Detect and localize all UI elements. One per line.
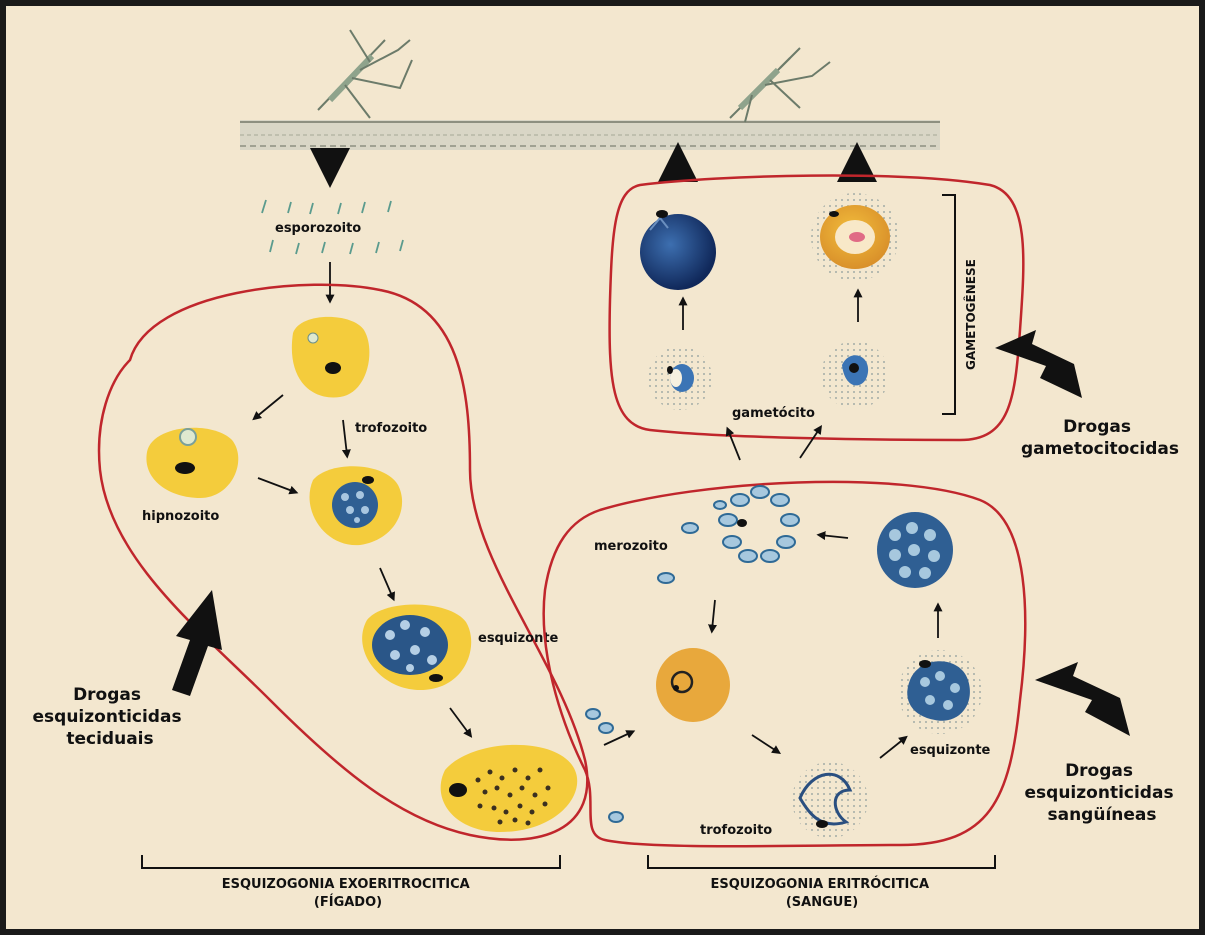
trophozoite-liver-label: trofozoito <box>355 421 427 436</box>
gametocyte-label: gametócito <box>732 406 815 421</box>
skin-strip <box>240 120 940 150</box>
microgametocyte-cell <box>811 193 899 281</box>
gametocyte-left-cell <box>648 346 712 410</box>
gametocyte-right-cell <box>821 341 889 409</box>
segmented-schizont-cell <box>877 512 953 588</box>
trophozoite-blood-label: trofozoito <box>700 823 772 838</box>
immature-schizont-cell <box>898 650 982 734</box>
gametogenesis-label: GAMETOGÊNESE <box>963 259 978 370</box>
sporozoite-label: esporozoito <box>275 221 361 236</box>
merozoite-label: merozoito <box>594 539 668 554</box>
schizont-blood-label: esquizonte <box>910 743 991 758</box>
amoeboid-trophozoite-cell <box>792 762 868 838</box>
ring-trophozoite-cell <box>656 648 730 722</box>
hypnozoite-label: hipnozoito <box>142 509 219 524</box>
